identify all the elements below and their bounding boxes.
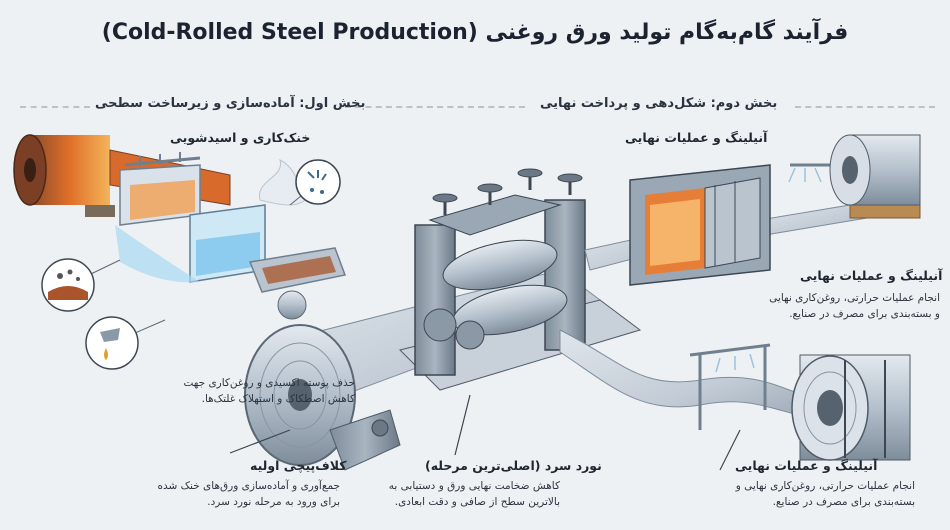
finished-coil-bottom: [689, 343, 911, 461]
section2-divider-right: [795, 106, 935, 108]
section1-heading: بخش اول: آماده‌سازی و زیرساخت سطحی: [95, 96, 366, 111]
callout-water-drops: [289, 159, 341, 206]
annealing-bottom-heading: آنیلینگ و عملیات نهایی: [735, 458, 878, 473]
uncoiling-description: جمع‌آوری و آماده‌سازی ورق‌های خنک شده بر…: [157, 480, 341, 508]
rolling-mill: [399, 168, 642, 391]
cold-rolling-heading: نورد سرد (اصلی‌ترین مرحله): [425, 458, 602, 473]
descale-conveyor: [248, 247, 347, 320]
cooling-pickling-heading: خنک‌کاری و اسیدشویی: [170, 130, 311, 145]
page-title: فرآیند گام‌به‌گام تولید ورق روغنی (Cold-…: [101, 20, 849, 45]
annealing-right-description: انجام عملیات حرارتی، روغن‌کاری نهایی و ب…: [769, 292, 940, 320]
callout-oxide-scale: [41, 258, 121, 312]
section2-heading: بخش دوم: شکل‌دهی و پرداخت نهایی: [540, 96, 778, 111]
callout-oil-drop: [85, 316, 166, 370]
section-divider-middle: [345, 106, 525, 108]
uncoiling-heading: کلاف‌پیچی اولیه: [250, 458, 347, 473]
pickling-tank: [115, 152, 311, 283]
pointer-arrows: [229, 394, 741, 471]
descaling-description: حذف پوسته اکسیدی و روغن‌کاری جهت کاهش اص…: [183, 377, 355, 405]
section1-divider-left: [20, 106, 90, 108]
annealing-right-heading: آنیلینگ و عملیات نهایی: [800, 268, 943, 283]
annealing-furnace: [629, 164, 771, 286]
cold-rolling-description: کاهش ضخامت نهایی ورق و دستیابی به بالاتر…: [388, 480, 560, 508]
annealing-top-heading: آنیلینگ و عملیات نهایی: [625, 130, 768, 145]
finished-coil-top: [788, 134, 921, 219]
annealing-bottom-description: انجام عملیات حرارتی، روغن‌کاری نهایی و ب…: [735, 480, 915, 508]
